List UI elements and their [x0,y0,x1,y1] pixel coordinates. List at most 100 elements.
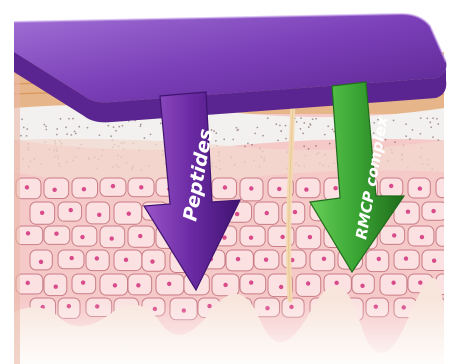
granule-dot [303,145,305,147]
granule-dot [20,135,22,137]
cell-nucleus [418,280,422,284]
granule-dot [43,124,45,126]
granule-dot [45,125,47,127]
granule-dot [115,130,117,132]
cell-nucleus [113,283,117,287]
granule-dot [426,118,428,120]
cell-nucleus [406,209,410,213]
granule-dot [56,134,58,136]
cell-nucleus [167,282,171,286]
cell-nucleus [418,186,422,190]
granule-dot [285,125,287,127]
granule-dot [144,137,146,139]
cell-nucleus [277,187,281,191]
granule-dot [99,134,101,136]
cell-nucleus [39,260,43,264]
granule-dot [308,148,310,150]
epidermis-cell [310,250,335,271]
granule-dot [247,142,249,144]
granule-dot [237,129,239,131]
granule-dot [74,131,76,133]
epidermis-cell [86,202,110,224]
granule-dot [405,135,407,137]
granule-dot [26,128,28,130]
cell-nucleus [69,208,73,212]
granule-dot [150,133,152,135]
cell-nucleus [389,184,393,188]
bottom-fade [14,300,444,364]
cell-nucleus [392,233,396,237]
cell-nucleus [249,235,253,239]
granule-dot [277,140,279,142]
cell-nucleus [235,212,239,216]
granule-dot [70,134,72,136]
cell-nucleus [448,235,452,239]
cell-nucleus [138,234,142,238]
granule-dot [26,135,28,137]
cell-nucleus [447,186,451,190]
cell-nucleus [127,212,131,216]
cell-nucleus [420,235,424,239]
granule-dot [332,128,334,130]
cell-nucleus [333,186,337,190]
granule-dot [110,135,112,137]
cell-nucleus [80,235,84,239]
granule-dot [139,125,141,127]
cell-nucleus [279,285,283,289]
granule-dot [280,130,282,132]
granule-dot [312,118,314,120]
granule-dot [302,132,304,134]
epidermis-cell [436,178,452,198]
cell-nucleus [111,184,115,188]
granule-dot [436,118,438,120]
cell-nucleus [293,210,297,214]
granule-dot [300,128,302,130]
granule-dot [303,122,305,124]
epidermis-cell [16,226,43,245]
cell-nucleus [249,280,253,284]
cell-nucleus [280,235,284,239]
cell-nucleus [97,213,101,217]
granule-dot [327,125,329,127]
granule-dot [429,121,431,123]
granule-dot [72,118,74,120]
granule-dot [78,126,80,128]
granule-dot [437,123,439,125]
epidermis-cell [72,226,97,246]
cell-nucleus [223,185,227,189]
cell-nucleus [360,284,364,288]
granule-dot [45,129,47,131]
granule-dot [113,126,115,128]
cell-nucleus [265,211,269,215]
granule-dot [254,132,256,134]
granule-dot [160,123,162,125]
cell-nucleus [110,236,114,240]
granule-dot [420,117,422,119]
cell-nucleus [150,259,154,263]
cell-nucleus [377,257,381,261]
granule-dot [60,118,62,120]
cell-nucleus [334,281,338,285]
granule-dot [309,123,311,125]
granule-dot [118,126,120,128]
left-edge [14,52,20,364]
cell-nucleus [304,187,308,191]
cell-nucleus [432,259,436,263]
epidermis-cell [296,178,320,198]
cell-nucleus [308,235,312,239]
granule-dot [432,117,434,119]
granule-dot [107,125,109,127]
cell-nucleus [26,231,30,235]
granule-dot [262,135,264,137]
cell-nucleus [264,257,268,261]
cell-nucleus [25,185,29,189]
epidermis-cell [436,226,452,246]
granule-dot [279,125,281,127]
granule-dot [56,128,58,130]
epidermis-cell [44,178,69,199]
granule-dot [251,144,253,146]
granule-dot [315,118,317,120]
granule-dot [23,127,25,129]
cell-nucleus [223,283,227,287]
cell-nucleus [69,256,73,260]
